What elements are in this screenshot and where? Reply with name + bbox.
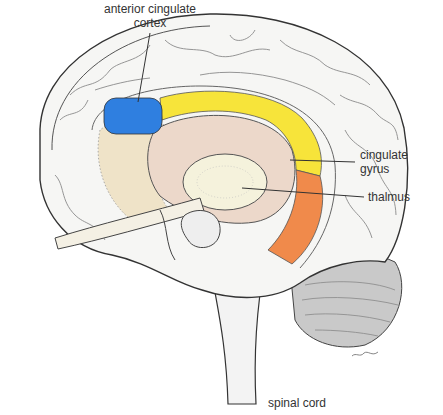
region-label: thalmus	[368, 190, 438, 204]
leader-lines	[138, 33, 364, 197]
region-label: anterior cingulate cortex	[90, 2, 210, 30]
part-label: spinal cord	[268, 396, 388, 410]
gyri	[55, 30, 398, 240]
posterior-region	[268, 170, 323, 264]
hippocampus	[181, 210, 220, 247]
region-label: cingulate gyrus	[360, 148, 430, 176]
anterior-cingulate-region	[104, 98, 162, 134]
cerebrum-outline	[40, 14, 408, 298]
